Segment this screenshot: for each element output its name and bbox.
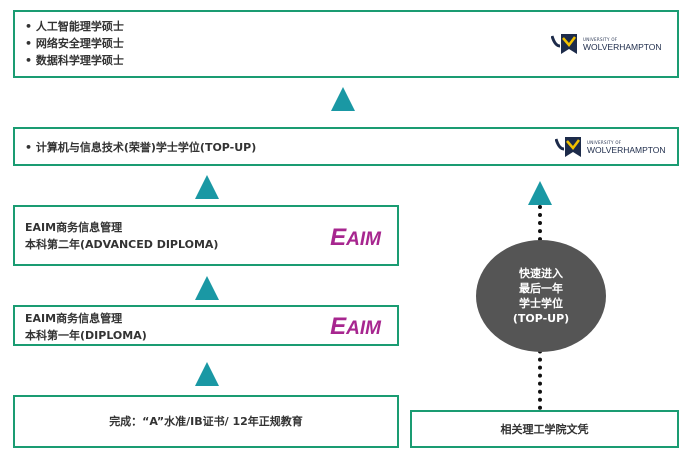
topup-text: • 计算机与信息技术(荣誉)学士学位(TOP-UP)	[25, 141, 257, 154]
master-item: • 数据科学理学硕士	[25, 54, 124, 67]
master-item: • 网络安全理学硕士	[25, 37, 124, 50]
related-box: 相关理工学院文凭	[410, 410, 679, 448]
fasttrack-circle: 快速进入 最后一年 学士学位 (TOP-UP)	[476, 240, 606, 352]
eaim-logo: EAIM	[330, 313, 381, 340]
year2-box: EAIM商务信息管理 本科第二年(ADVANCED DIPLOMA) EAIM	[13, 205, 399, 266]
arrow-up-icon	[195, 175, 219, 199]
eaim-logo: EAIM	[330, 224, 381, 251]
master-item: • 人工智能理学硕士	[25, 20, 124, 33]
arrow-up-icon	[528, 181, 552, 205]
topup-box: • 计算机与信息技术(荣誉)学士学位(TOP-UP) UNIVERSITY OF…	[13, 127, 679, 166]
masters-box: • 人工智能理学硕士 • 网络安全理学硕士 • 数据科学理学硕士 UNIVERS…	[13, 10, 679, 78]
wolverhampton-crest-icon	[555, 137, 581, 157]
entry-box: 完成：“A”水准/IB证书/ 12年正规教育	[13, 395, 399, 448]
wolverhampton-crest-icon	[551, 34, 577, 54]
arrow-up-icon	[195, 276, 219, 300]
arrow-up-icon	[195, 362, 219, 386]
year1-box: EAIM商务信息管理 本科第一年(DIPLOMA) EAIM	[13, 305, 399, 346]
arrow-up-icon	[331, 87, 355, 111]
